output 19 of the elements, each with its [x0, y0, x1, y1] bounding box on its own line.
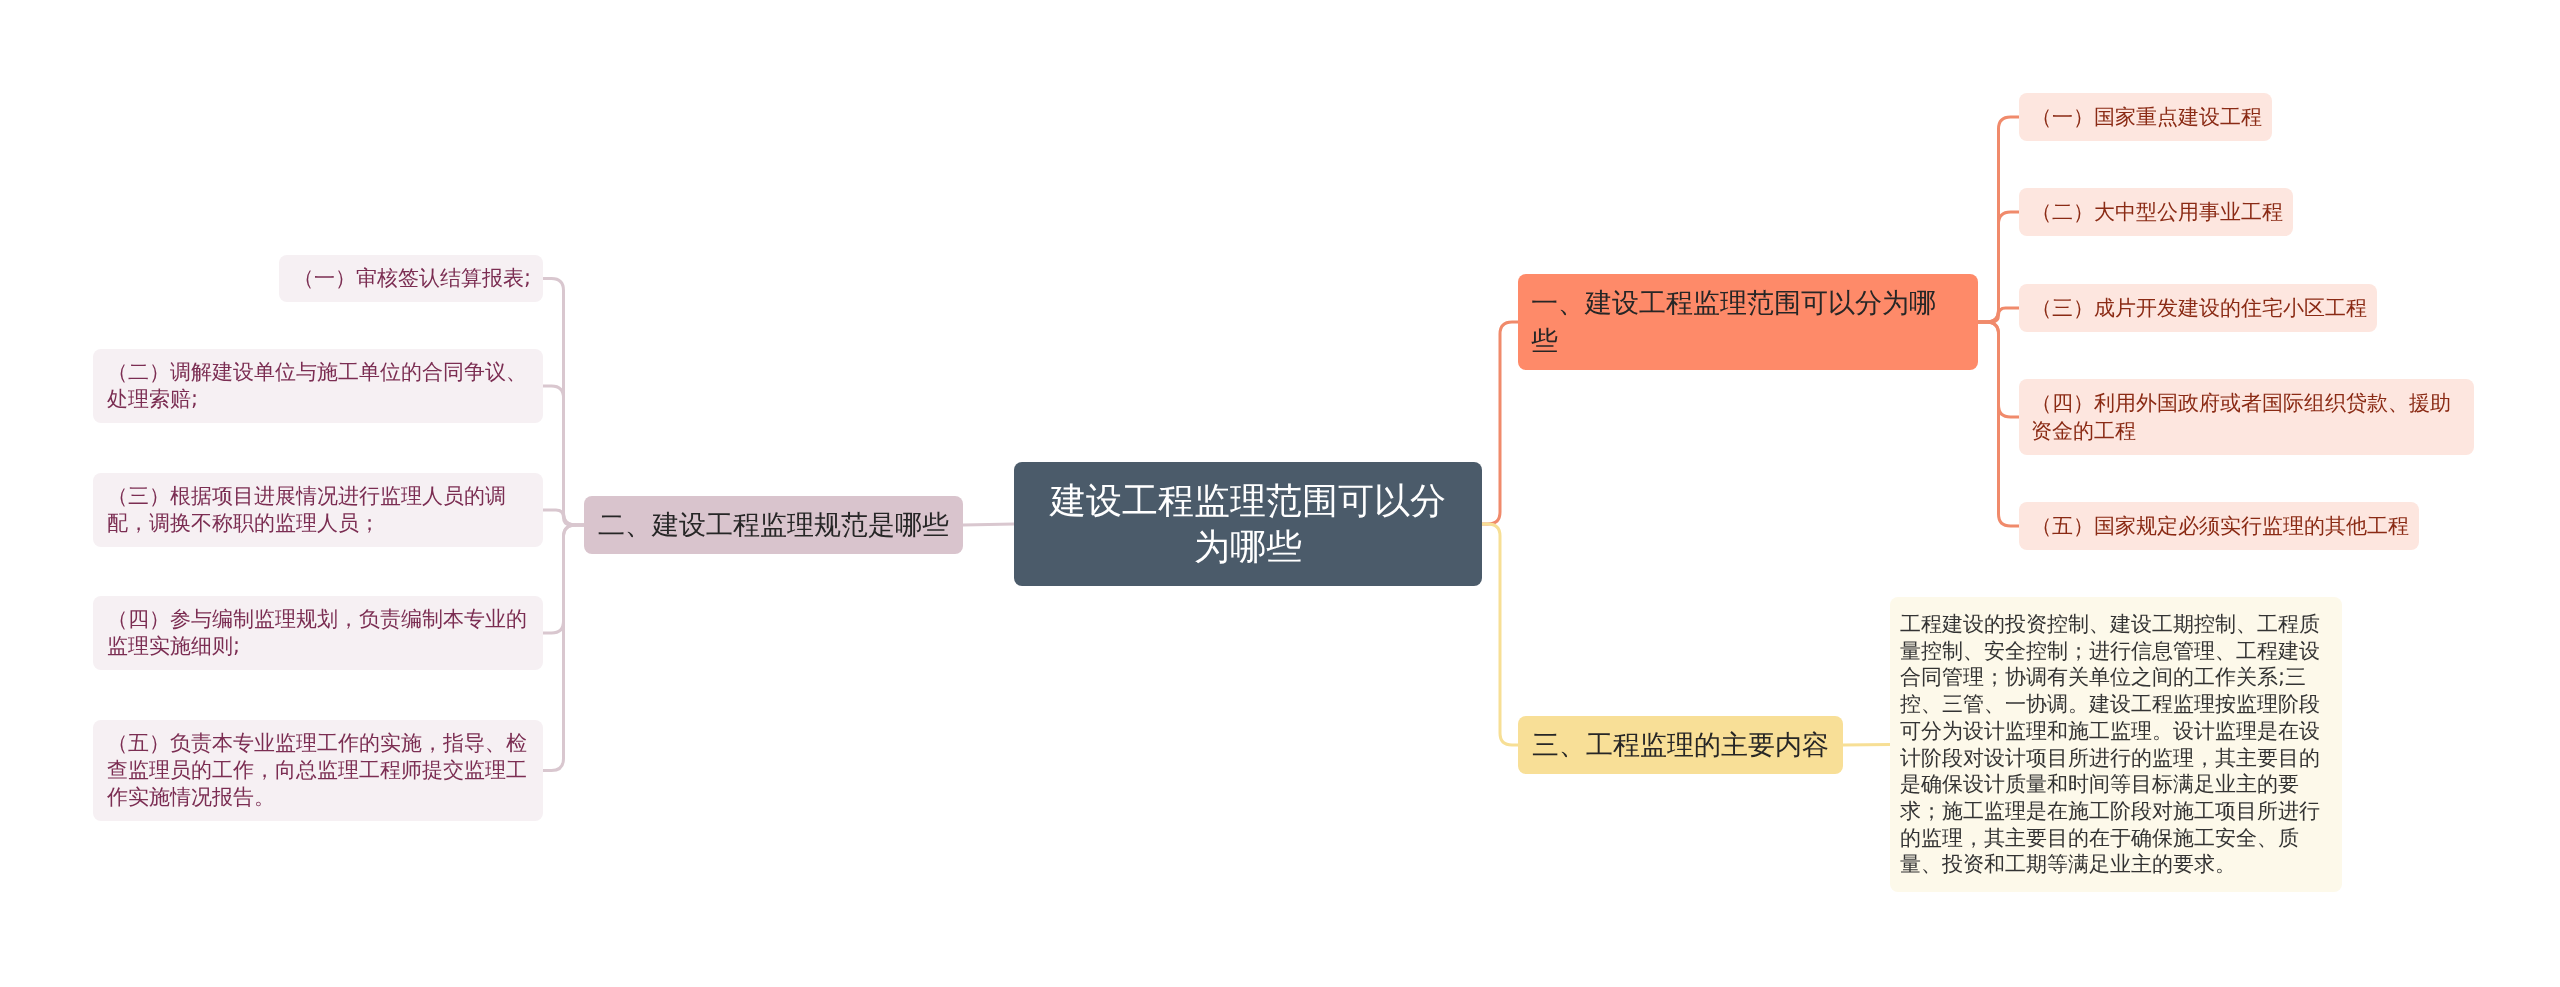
branch-topic-box: 三、工程监理的主要内容	[1518, 716, 1843, 774]
branch-topic-box: 二、建设工程监理规范是哪些	[584, 496, 963, 554]
subtopic-box: （三）根据项目进展情况进行监理人员的调配，调换不称职的监理人员；	[93, 473, 543, 547]
connector-line	[1978, 320, 2019, 528]
connector-line	[1843, 743, 1890, 747]
connector-line	[543, 523, 584, 772]
central-topic-box: 建设工程监理范围可以分为哪些	[1014, 462, 1482, 586]
subtopic-box: （一）审核签认结算报表;	[279, 255, 543, 302]
connector-line	[962, 522, 1015, 527]
note-box: 工程建设的投资控制、建设工期控制、工程质量控制、安全控制；进行信息管理、工程建设合同管理；协调有关单位之间的工作关系;三控、三管、一协调。建设工程监理按监理阶段可分为设计监理和施工监理。设计监理是在设计阶段对设计项目所进行的监理，其主要目的是确保设计质量和时间等目标满足业主的要求；施工监理是在施工阶段对施工项目所进行的监理，其主要目的在于确保施工安全、质量、投资和工期等满足业主的要求。	[1890, 597, 2342, 893]
branch-topic-box: 一、建设工程监理范围可以分为哪些	[1518, 274, 1978, 370]
subtopic-box: （一）国家重点建设工程	[2019, 93, 2272, 141]
subtopic-box: （三）成片开发建设的住宅小区工程	[2019, 284, 2377, 332]
subtopic-box: （四）参与编制监理规划，负责编制本专业的监理实施细则;	[93, 596, 543, 670]
subtopic-box: （二）大中型公用事业工程	[2019, 188, 2293, 236]
subtopic-box: （二）调解建设单位与施工单位的合同争议、处理索赔;	[93, 349, 543, 423]
subtopic-box: （五）负责本专业监理工作的实施，指导、检查监理员的工作，向总监理工程师提交监理工作实施情况报告。	[93, 720, 543, 821]
subtopic-box: （五）国家规定必须实行监理的其他工程	[2019, 502, 2419, 550]
subtopic-box: （四）利用外国政府或者国际组织贷款、援助资金的工程	[2019, 379, 2474, 455]
